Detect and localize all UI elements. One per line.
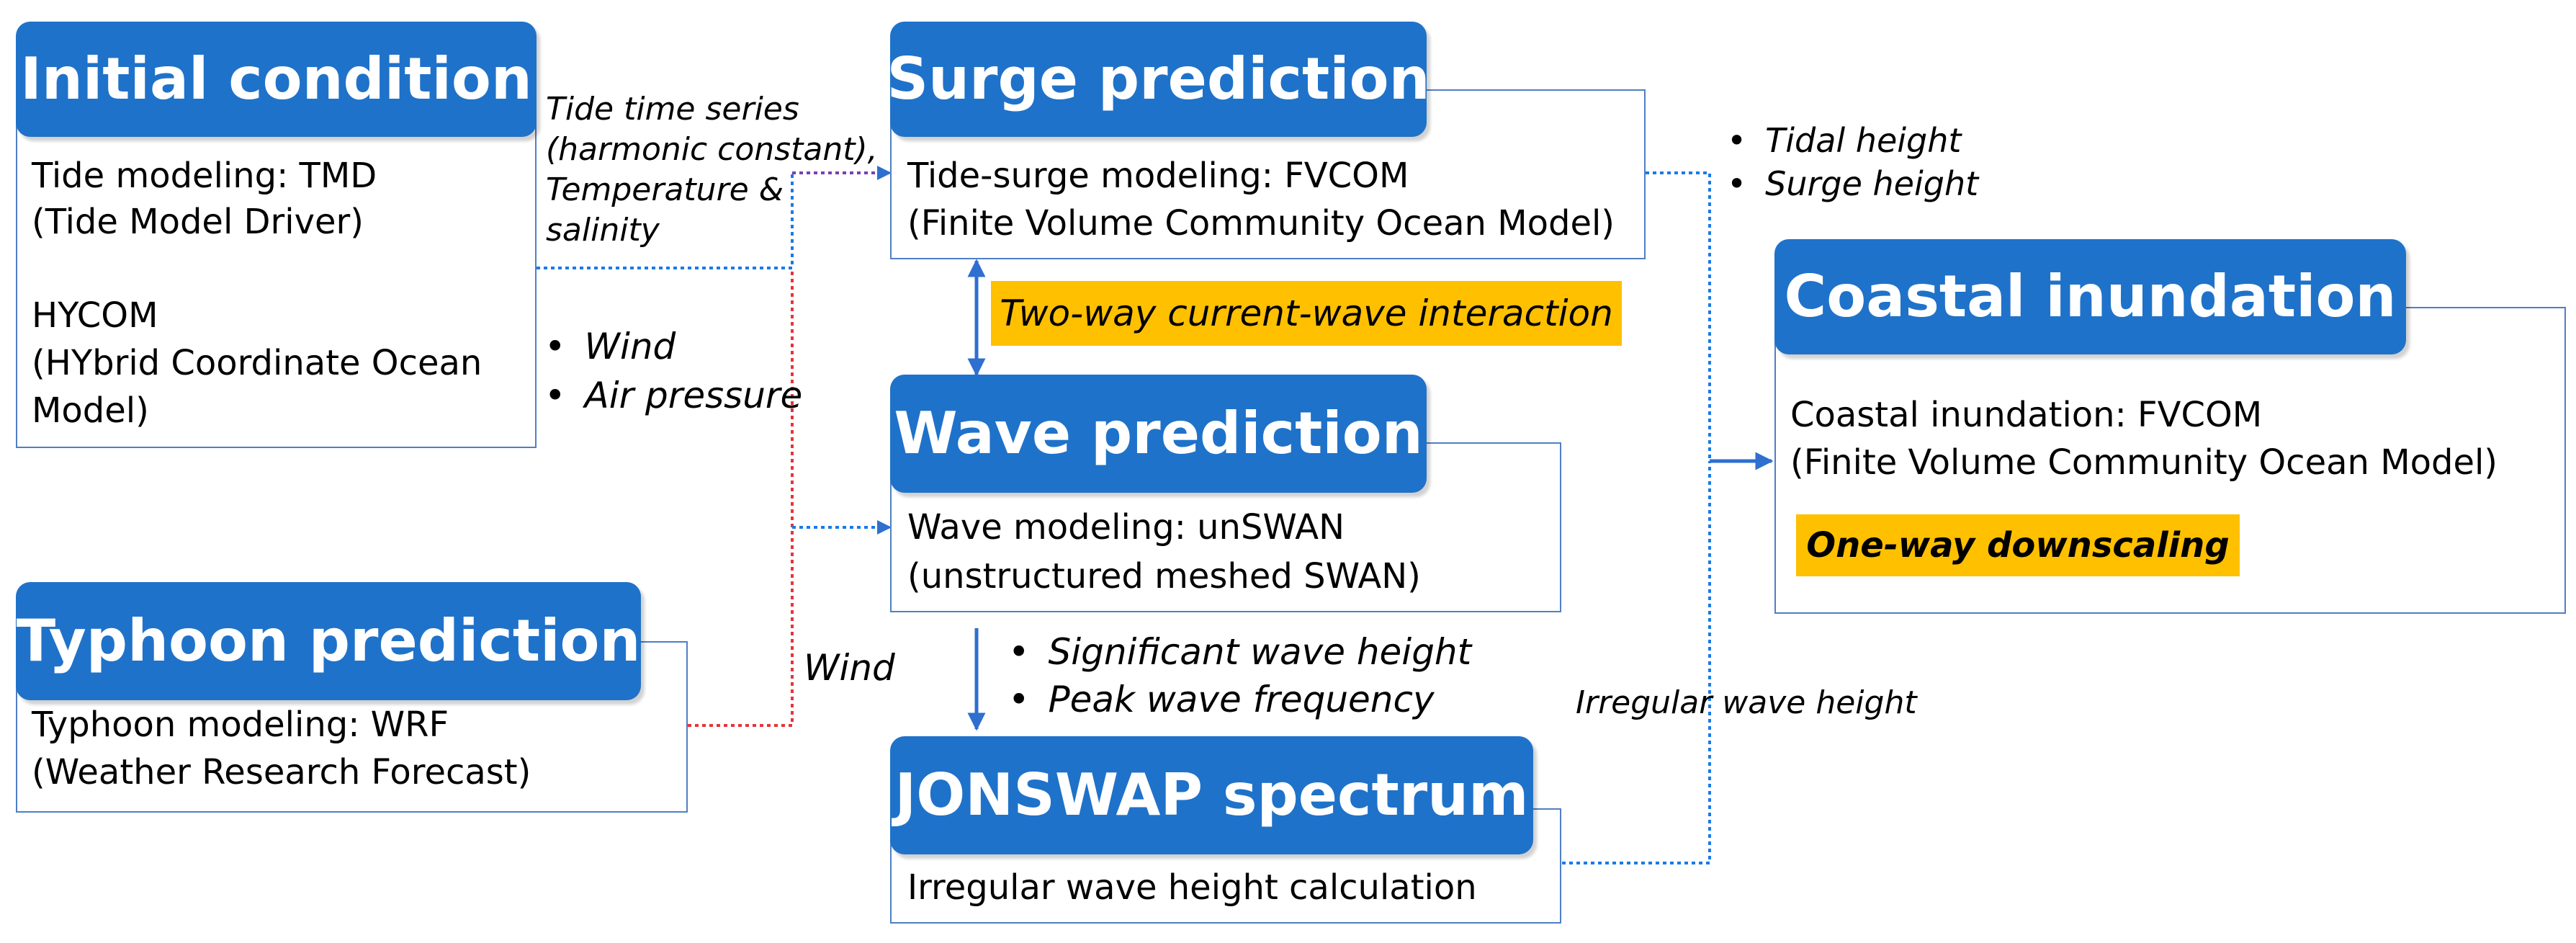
coastal-line-2: (Finite Volume Community Ocean Model) <box>1790 442 2498 483</box>
wave-header: Wave prediction <box>890 375 1427 493</box>
interaction-highlight: Two-way current-wave interaction <box>991 281 1622 346</box>
initial-line-3: HYCOM <box>32 295 158 336</box>
initial-line-2: (Tide Model Driver) <box>32 202 364 242</box>
label-tide-series-3: Temperature & <box>546 171 784 208</box>
label-wind: Wind <box>804 647 895 689</box>
surge-header: Surge prediction <box>887 22 1430 137</box>
label-peak-wave-frequency: Peak wave frequency <box>1008 679 1435 720</box>
wave-line-1: Wave modeling: unSWAN <box>907 507 1345 548</box>
initial-line-5: Model) <box>32 390 149 431</box>
connector-surge-coastal <box>1646 171 1711 461</box>
label-air-pressure-bullet: Air pressure <box>544 375 803 416</box>
connector-initial-surge <box>537 173 794 269</box>
surge-line-2: (Finite Volume Community Ocean Model) <box>907 203 1615 243</box>
label-wind-bullet: Wind <box>544 326 676 367</box>
connector-typhoon-wave <box>688 268 794 727</box>
surge-line-1: Tide-surge modeling: FVCOM <box>907 156 1409 196</box>
initial-panel <box>16 108 537 448</box>
label-irregular-wave-height: Irregular wave height <box>1576 684 1917 721</box>
label-tide-series-4: salinity <box>546 212 660 249</box>
wave-line-2: (unstructured meshed SWAN) <box>907 556 1421 596</box>
coastal-header: Coastal inundation <box>1774 239 2406 354</box>
coastal-line-1: Coastal inundation: FVCOM <box>1790 395 2263 435</box>
typhoon-header: Typhoon prediction <box>16 582 641 700</box>
initial-line-4: (HYbrid Coordinate Ocean <box>32 343 483 383</box>
label-surge-height: Surge height <box>1727 164 1978 203</box>
initial-line-1: Tide modeling: TMD <box>32 156 377 196</box>
typhoon-line-2: (Weather Research Forecast) <box>32 752 531 792</box>
typhoon-line-1: Typhoon modeling: WRF <box>32 705 449 745</box>
jonswap-line-1: Irregular wave height calculation <box>907 867 1477 908</box>
label-significant-wave-height: Significant wave height <box>1008 631 1472 673</box>
label-tide-series-1: Tide time series <box>546 91 799 128</box>
label-tidal-height: Tidal height <box>1727 121 1961 160</box>
downscaling-highlight: One-way downscaling <box>1796 514 2240 576</box>
jonswap-header: JONSWAP spectrum <box>890 736 1533 854</box>
label-tide-series-2: (harmonic constant), <box>546 131 878 168</box>
initial-header: Initial condition <box>16 22 537 137</box>
connector-jonswap-coastal <box>1562 461 1711 864</box>
